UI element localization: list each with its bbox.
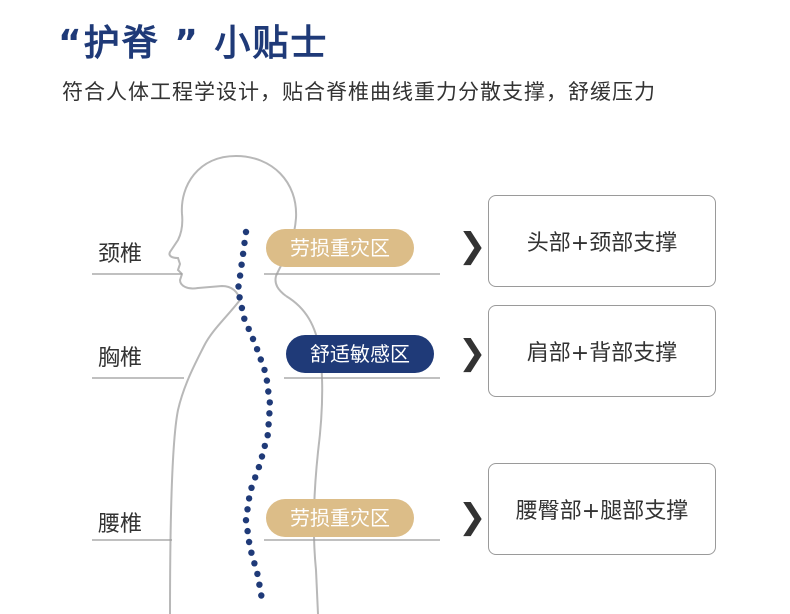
spine-dot (266, 399, 273, 406)
status-badge-lumbar: 劳损重灾区 (266, 499, 414, 537)
spine-dot (261, 442, 268, 450)
spine-dot (265, 421, 272, 428)
spine-dot (258, 453, 266, 460)
region-label-thoracic: 胸椎 (98, 346, 143, 371)
spine-dot (252, 474, 259, 481)
support-card-cervical: 头部+颈部支撑 (488, 195, 716, 287)
spine-dot (236, 294, 243, 301)
region-label-lumbar: 腰椎 (98, 512, 143, 537)
guide-lines (92, 273, 440, 541)
page-subtitle: 符合人体工程学设计，贴合脊椎曲线重力分散支撑，舒缓压力 (62, 80, 656, 104)
spine-dot (254, 570, 261, 578)
spine-dot (241, 239, 248, 247)
support-card-lumbar: 腰臀部+腿部支撑 (488, 463, 716, 555)
chevron-right-icon: ❯ (458, 497, 487, 537)
spine-dot (257, 356, 264, 363)
support-card-thoracic: 肩部+背部支撑 (488, 305, 716, 397)
spine-dot (266, 410, 273, 417)
spine-dot (242, 228, 250, 236)
spine-dot (248, 484, 255, 491)
spine-dot (249, 335, 257, 343)
spine-dot (242, 517, 250, 524)
spine-dot (244, 527, 251, 535)
spine-dot (251, 560, 258, 567)
spine-dot (258, 592, 265, 599)
spine-dot (238, 261, 245, 268)
spine-dot (241, 315, 248, 322)
spine-dot (264, 432, 271, 439)
spine-dot (265, 388, 272, 395)
spine-dot (248, 549, 255, 556)
spine-dot (245, 495, 253, 502)
region-label-cervical: 颈椎 (98, 242, 143, 267)
spine-dot (255, 463, 263, 471)
spine-dot (263, 377, 271, 384)
chevron-right-icon: ❯ (458, 226, 487, 266)
spine-dot (236, 272, 244, 279)
spine-dot (245, 325, 252, 333)
spine-dot (245, 538, 253, 546)
spine-dot (253, 346, 261, 353)
spine-dot (235, 283, 242, 290)
spine-dot (244, 506, 251, 513)
status-badge-thoracic: 舒适敏感区 (286, 335, 434, 373)
spine-dot (239, 250, 247, 257)
front-torso-outline (169, 299, 241, 614)
head-outline (168, 155, 241, 301)
spine-dot (238, 304, 246, 312)
spine-dot (256, 581, 263, 588)
back-of-head-outline (235, 155, 298, 297)
page-title: “护脊 ” 小贴士 (58, 23, 329, 64)
status-badge-cervical: 劳损重灾区 (266, 229, 414, 267)
chevron-right-icon: ❯ (458, 333, 487, 373)
spine-dots (235, 228, 273, 599)
spine-dot (261, 366, 268, 374)
